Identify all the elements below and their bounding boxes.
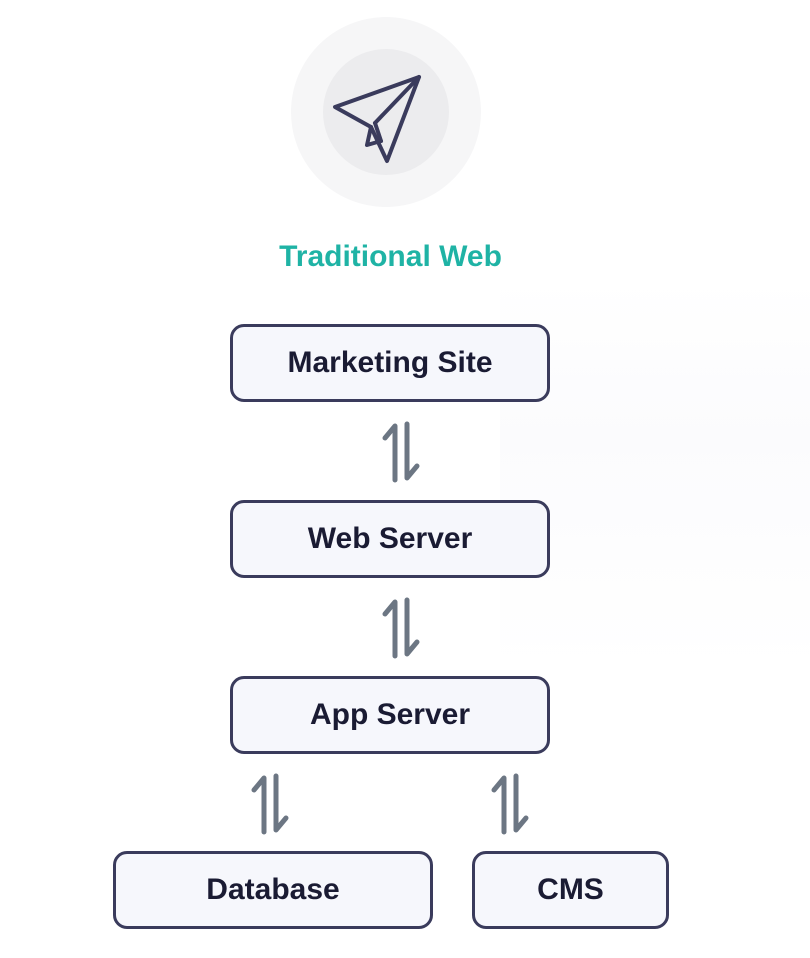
background-panel [500,280,810,670]
bidirectional-arrow-icon [382,597,420,659]
node-database: Database [113,851,433,929]
node-web-server: Web Server [230,500,550,578]
bidirectional-arrow-icon [491,773,529,835]
bidirectional-arrow-icon [382,421,420,483]
icon-badge-inner [323,49,449,175]
diagram-title: Traditional Web [279,240,502,273]
node-app-server: App Server [230,676,550,754]
node-app-server-label: App Server [309,698,471,731]
node-marketing-site-label: Marketing Site [287,346,493,379]
node-web-server-label: Web Server [307,522,473,555]
icon-badge [291,17,481,207]
node-database-label: Database [206,873,340,906]
paper-plane-icon [333,75,421,163]
bidirectional-arrow-icon [251,773,289,835]
node-marketing-site: Marketing Site [230,324,550,402]
node-cms: CMS [472,851,669,929]
node-cms-label: CMS [537,873,604,906]
